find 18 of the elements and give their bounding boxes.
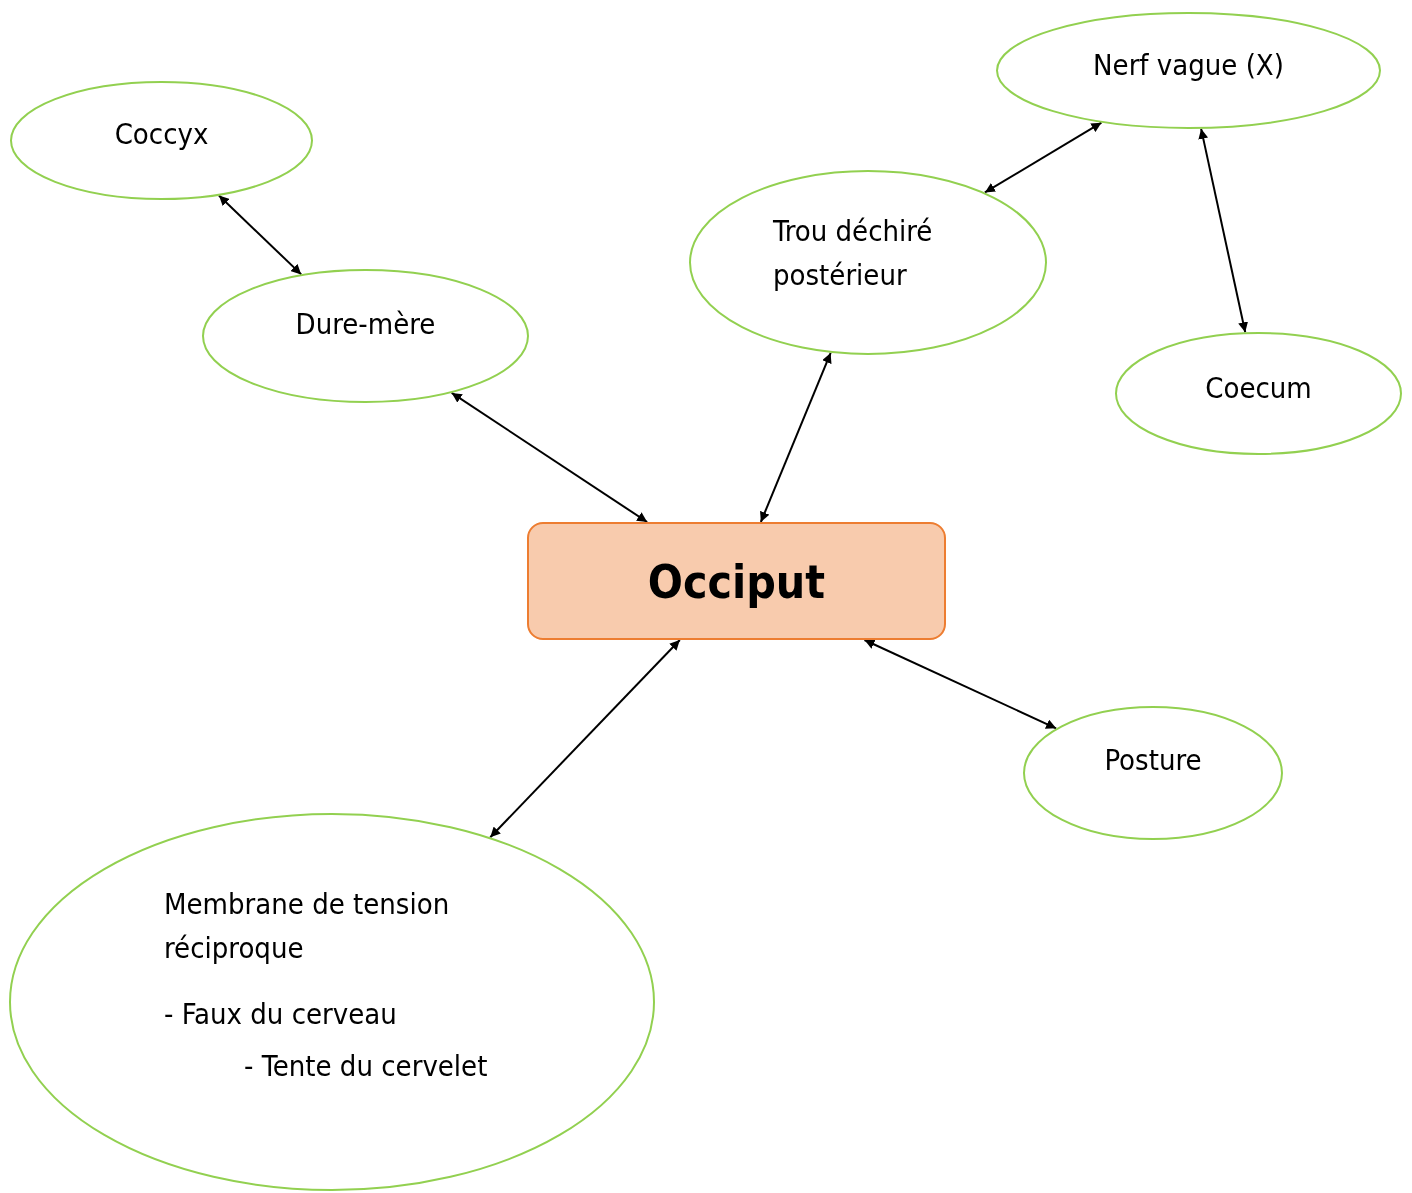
double-arrow (489, 639, 681, 839)
double-arrow (983, 121, 1103, 194)
central-box (527, 522, 946, 640)
double-arrow (863, 639, 1058, 730)
node-label: Dure-mère (294, 306, 437, 343)
node-label: Nerf vague (X) (1092, 47, 1285, 84)
node-label: Posture (1103, 742, 1203, 779)
node-label: - Tente du cervelet (244, 1048, 489, 1085)
double-arrow (450, 391, 649, 523)
node-label: Coccyx (113, 116, 210, 153)
node-label: - Faux du cerveau (164, 996, 398, 1033)
double-arrow (759, 351, 832, 523)
double-arrow (217, 194, 303, 276)
double-arrow (1198, 127, 1248, 334)
node-label: Coecum (1204, 370, 1313, 407)
node-label: Membrane de tension réciproque (164, 886, 451, 967)
node-label: Trou déchiré postérieur (773, 213, 934, 294)
node-label: Occiput (646, 554, 827, 611)
